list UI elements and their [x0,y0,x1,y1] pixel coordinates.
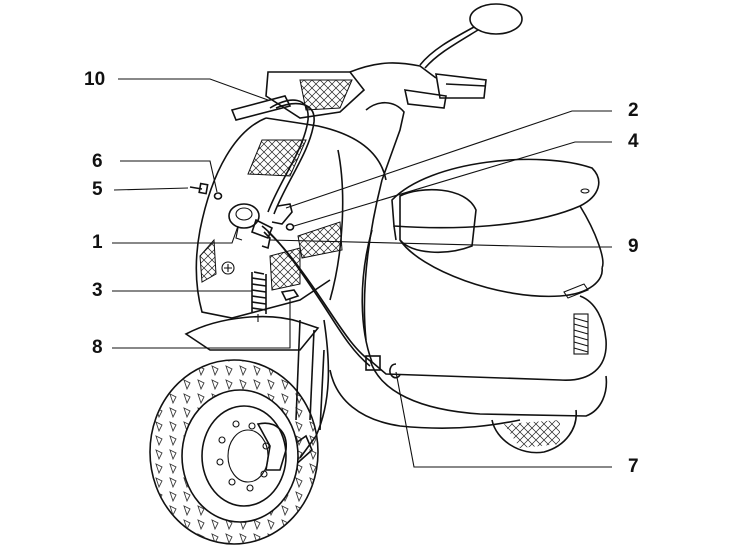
part-6-washer [213,192,223,200]
callout-4: 4 [628,131,639,152]
callout-2: 2 [628,100,639,121]
part-4-ring [285,223,295,231]
callout-8: 8 [92,337,103,358]
front-shield [195,117,387,319]
front-wheel [149,359,319,545]
part-5-bolt [189,182,209,195]
handlebar [230,62,487,121]
callout-7: 7 [628,456,639,477]
part-9-hook [261,231,271,250]
rear-body [329,205,608,429]
part-7-connector [365,355,401,379]
callout-6: 6 [92,151,103,172]
front-fender [184,315,320,351]
callout-9: 9 [628,236,639,257]
part-2-clip [271,203,293,225]
rear-shock-spring [573,313,589,355]
hub-bolts [216,420,270,492]
callout-5: 5 [92,179,103,200]
part-1-drive-unit [228,203,274,241]
callout-3: 3 [92,280,103,301]
part-8-block [280,289,300,301]
leader-lines [112,78,612,468]
part-3-spring [251,271,267,322]
steering-column [329,101,405,341]
callout-10: 10 [84,69,106,90]
speedometer-cable [261,99,373,459]
rear-wheel [491,409,577,454]
callout-1: 1 [92,232,103,253]
seat [391,158,600,254]
mirror [419,3,523,69]
